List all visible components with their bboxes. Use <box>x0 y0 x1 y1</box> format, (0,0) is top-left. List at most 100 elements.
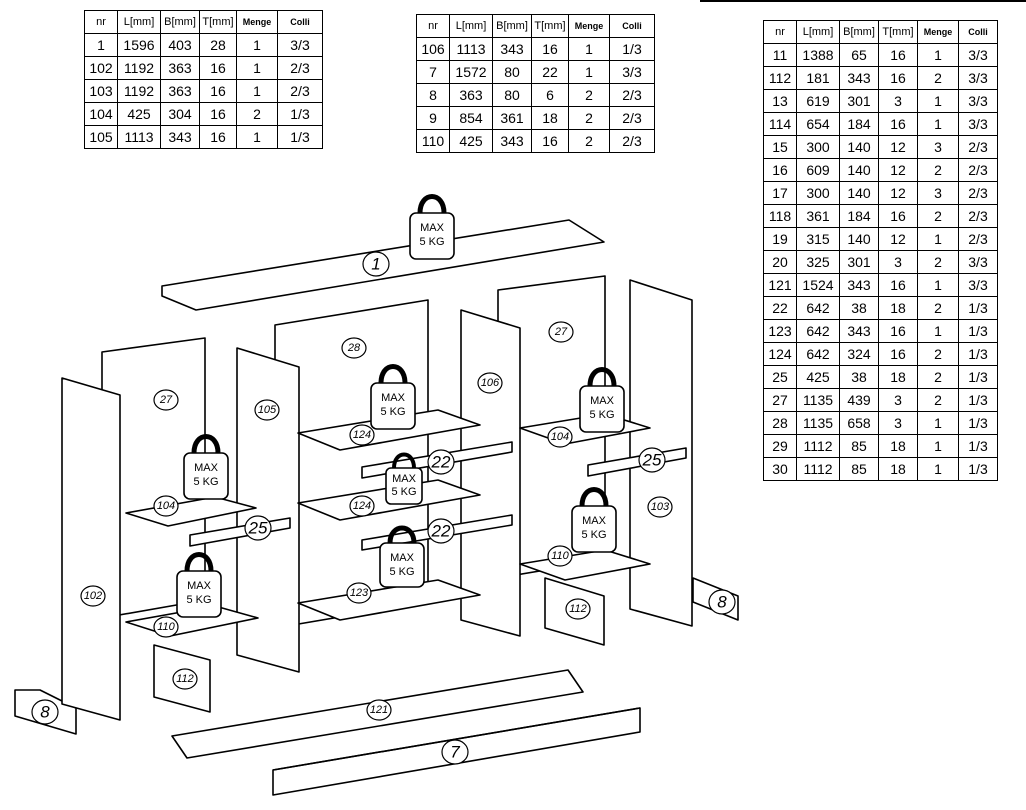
table-cell: 121 <box>763 273 797 297</box>
table-cell: 1112 <box>796 457 840 481</box>
part-number: 105 <box>258 404 277 416</box>
table-cell: 80 <box>492 60 532 84</box>
table-cell: 6 <box>531 83 569 107</box>
part-number: 124 <box>353 500 371 512</box>
shelf-left-top <box>125 496 257 527</box>
part-number: 112 <box>569 603 587 615</box>
part-number: 106 <box>481 377 500 389</box>
part-label-shelf-center-low: 123 <box>346 582 372 604</box>
part-label-top: 1 <box>362 251 390 277</box>
part-label-side-outer-left: 102 <box>80 585 106 607</box>
column-header: T[mm] <box>199 10 237 34</box>
part-label-back-right: 27 <box>548 321 574 343</box>
table-cell: 22 <box>763 296 797 320</box>
table-cell: 654 <box>796 112 840 136</box>
table-cell: 16 <box>531 129 569 153</box>
table-cell: 105 <box>84 125 118 149</box>
part-number: 104 <box>157 500 175 512</box>
table-cell: 18 <box>878 434 918 458</box>
table-cell: 1/3 <box>277 102 323 126</box>
table-cell: 16 <box>878 112 918 136</box>
table-cell: 16 <box>199 79 237 103</box>
part-number: 110 <box>157 621 175 633</box>
part-number: 22 <box>431 453 451 472</box>
part-number: 27 <box>159 394 173 406</box>
table-cell: 343 <box>839 273 879 297</box>
table-cell: 17 <box>763 181 797 205</box>
table-cell: 1192 <box>117 79 161 103</box>
table-cell: 2/3 <box>609 106 655 130</box>
table-cell: 1/3 <box>958 434 998 458</box>
part-label-rail-left: 25 <box>244 515 272 541</box>
part-label-plinth-left: 8 <box>31 699 59 725</box>
table-cell: 1/3 <box>958 411 998 435</box>
table-cell: 27 <box>763 388 797 412</box>
table-cell: 18 <box>878 365 918 389</box>
table-cell: 325 <box>796 250 840 274</box>
weight-line1: MAX <box>590 395 615 407</box>
table-cell: 301 <box>839 250 879 274</box>
side-panel-inner-left <box>236 347 300 673</box>
table-cell: 123 <box>763 319 797 343</box>
part-label-side-inner-left: 105 <box>254 399 280 421</box>
table-cell: 20 <box>763 250 797 274</box>
part-number: 121 <box>370 704 388 716</box>
weight-icon-left-low: MAX 5 KG <box>176 552 222 618</box>
column-header: B[mm] <box>839 20 879 44</box>
part-number: 25 <box>642 451 662 470</box>
table-cell: 18 <box>878 457 918 481</box>
weight-line2: 5 KG <box>391 486 416 498</box>
table-cell: 184 <box>839 112 879 136</box>
table-cell: 11 <box>763 43 797 67</box>
table-cell: 2/3 <box>958 135 998 159</box>
table-cell: 3 <box>917 135 959 159</box>
table-cell: 3/3 <box>958 273 998 297</box>
table-cell: 1 <box>917 457 959 481</box>
table-cell: 1113 <box>117 125 161 149</box>
weight-line2: 5 KG <box>186 594 211 606</box>
table-cell: 3/3 <box>277 33 323 57</box>
part-number: 25 <box>248 519 268 538</box>
table-cell: 1/3 <box>958 365 998 389</box>
table-cell: 140 <box>839 135 879 159</box>
part-number: 7 <box>450 743 460 762</box>
weight-line1: MAX <box>194 462 219 474</box>
table-cell: 1/3 <box>277 125 323 149</box>
table-cell: 1 <box>917 112 959 136</box>
part-label-side-outer-right: 103 <box>647 496 673 518</box>
column-header: Colli <box>609 14 655 38</box>
part-label-shelf-center-mid: 124 <box>349 495 375 517</box>
side-panel-outer-left <box>61 377 121 721</box>
shelf-right-low <box>519 549 651 581</box>
table-cell: 642 <box>796 342 840 366</box>
weight-line1: MAX <box>381 392 406 404</box>
table-cell: 1135 <box>796 411 840 435</box>
part-label-front-left: 112 <box>172 668 198 690</box>
part-label-front-right: 112 <box>565 598 591 620</box>
part-label-plinth-right: 8 <box>708 589 736 615</box>
table-cell: 363 <box>160 56 200 80</box>
part-number: 8 <box>717 593 727 612</box>
table-cell: 1 <box>917 227 959 251</box>
table-cell: 343 <box>492 129 532 153</box>
weight-icon-center-top: MAX 5 KG <box>370 364 416 430</box>
table-cell: 1 <box>236 79 278 103</box>
table-cell: 1 <box>236 33 278 57</box>
table-cell: 16 <box>199 125 237 149</box>
column-header: Menge <box>236 10 278 34</box>
table-cell: 102 <box>84 56 118 80</box>
